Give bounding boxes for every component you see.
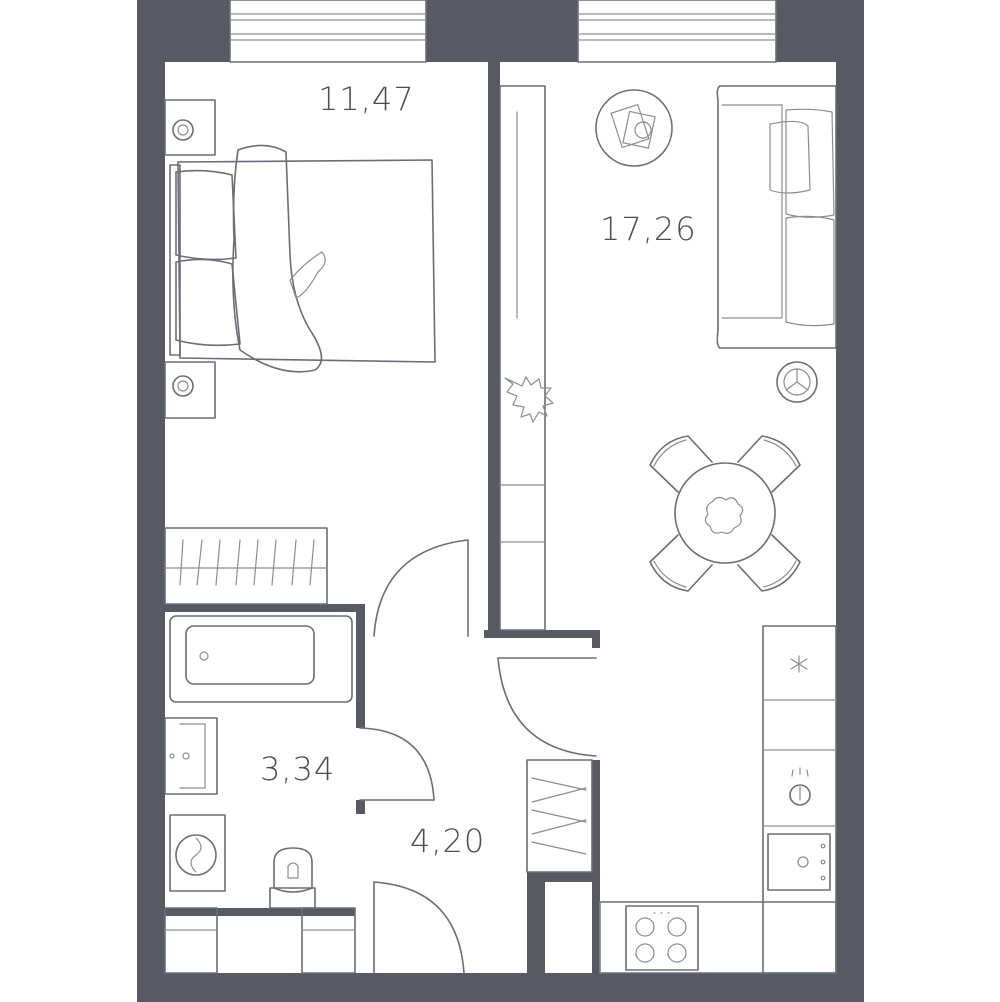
room-area-hallway: 4,20 [410,822,486,860]
toilet-icon [269,847,316,909]
kitchen-sink-icon [767,833,831,891]
door-icon [359,539,597,974]
wardrobe-icon [164,527,328,605]
bed-icon [169,144,436,373]
chair-icon [649,435,801,592]
room-area-living-kitchen: 17,26 [600,210,697,248]
bathroom [164,615,353,909]
room-area-bathroom: 3,34 [260,750,336,788]
hallway [164,759,593,974]
room-area-bedroom: 11,47 [318,80,415,118]
sink-icon [164,717,218,795]
dining-table-icon [649,435,801,592]
kitchen-counter-icon [762,625,837,974]
sofa-icon [716,85,837,349]
stove-icon [599,901,837,974]
bedroom [164,99,436,605]
shelving-icon [499,85,546,631]
vacuum-icon [776,361,818,403]
walls [137,0,864,1002]
living-kitchen [499,85,837,974]
bathtub-icon [169,615,353,703]
coffee-table-icon [595,89,673,167]
washing-machine-icon [169,814,226,892]
hallway-wardrobe-icon [526,759,593,873]
nightstand-icon [164,99,216,419]
plant-icon [504,376,554,423]
cabinet-icon [164,907,356,974]
window-icon [229,0,777,63]
